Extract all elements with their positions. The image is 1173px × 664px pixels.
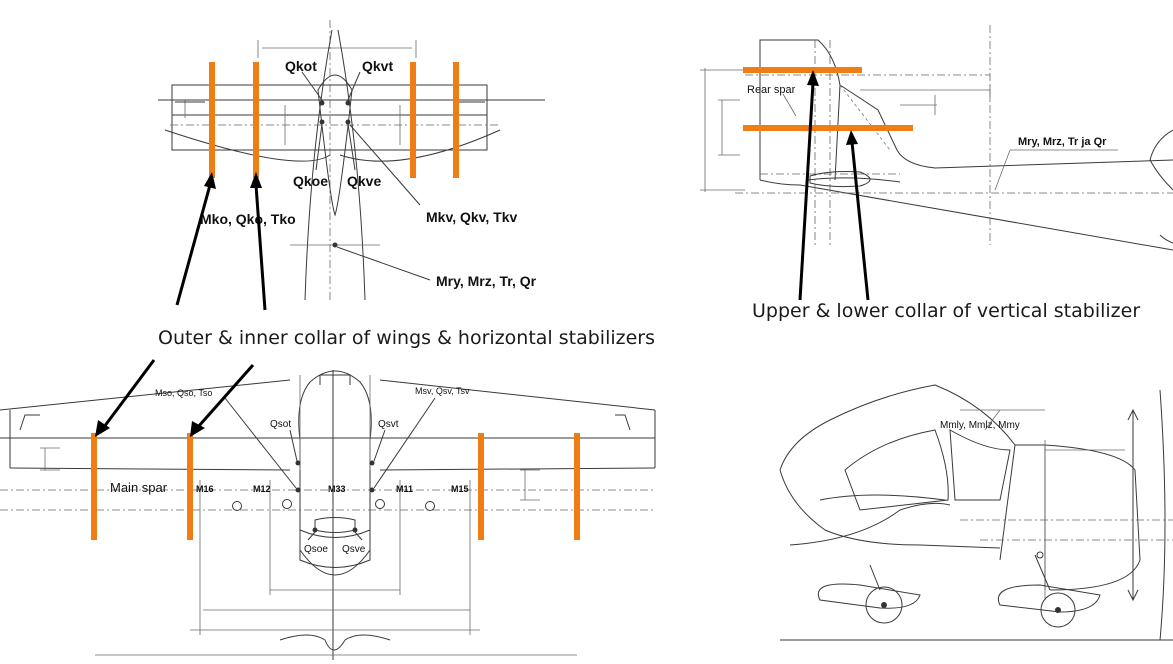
label-m15: M15 bbox=[451, 484, 469, 494]
label-qkve: Qkve bbox=[347, 173, 381, 189]
label-mry-ja: Mry, Mrz, Tr ja Qr bbox=[1018, 136, 1107, 148]
label-msv: Msv, Qsv, Tsv bbox=[415, 386, 470, 396]
arrow-inner-collar-top bbox=[254, 184, 267, 311]
caption-vertical-collar: Upper & lower collar of vertical stabili… bbox=[752, 300, 1140, 322]
arrow-inner-collar-wing bbox=[196, 364, 255, 428]
label-qkot: Qkot bbox=[285, 58, 317, 74]
label-m12: M12 bbox=[253, 484, 271, 494]
label-qsoe: Qsoe bbox=[304, 544, 328, 555]
label-mmly: Mmly, Mmlz, Mmy bbox=[940, 420, 1020, 431]
arrow-lower-collar bbox=[850, 141, 870, 301]
label-rear-spar: Rear spar bbox=[747, 84, 796, 96]
label-mkv: Mkv, Qkv, Tkv bbox=[426, 209, 518, 225]
label-qkoe: Qkoe bbox=[293, 173, 328, 189]
engine-view: Mmly, Mmlz, Mmy bbox=[779, 384, 1173, 641]
label-main-spar: Main spar bbox=[110, 480, 168, 495]
label-mry: Mry, Mrz, Tr, Qr bbox=[436, 273, 537, 289]
label-m11: M11 bbox=[396, 484, 413, 494]
label-mko: Mko, Qko, Tko bbox=[200, 211, 296, 227]
wing-view: Mso, Qso, Tso Msv, Qsv, Tsv Qsot Qsvt Ma… bbox=[0, 370, 656, 660]
vertical-stabilizer-view: Rear spar Mry, Mrz, Tr ja Qr bbox=[700, 25, 1173, 251]
label-m33: M33 bbox=[328, 484, 346, 494]
arrow-outer-collar-wing bbox=[102, 359, 156, 428]
label-m16: M16 bbox=[196, 484, 214, 494]
arrow-outer-collar-top bbox=[175, 184, 212, 306]
arrow-upper-collar bbox=[798, 82, 815, 301]
horizontal-stabilizer-view: Qkot Qkvt Qkoe Qkve Mko, Qko, Tko Mkv, Q… bbox=[158, 20, 545, 301]
label-mso: Mso, Qso, Tso bbox=[155, 388, 212, 398]
pointer-arrows bbox=[95, 70, 870, 437]
caption-wings-collar: Outer & inner collar of wings & horizont… bbox=[158, 327, 655, 349]
label-qsvt: Qsvt bbox=[378, 419, 399, 430]
label-qsve: Qsve bbox=[342, 544, 366, 555]
label-qsot: Qsot bbox=[270, 419, 291, 430]
label-qkvt: Qkvt bbox=[362, 58, 393, 74]
